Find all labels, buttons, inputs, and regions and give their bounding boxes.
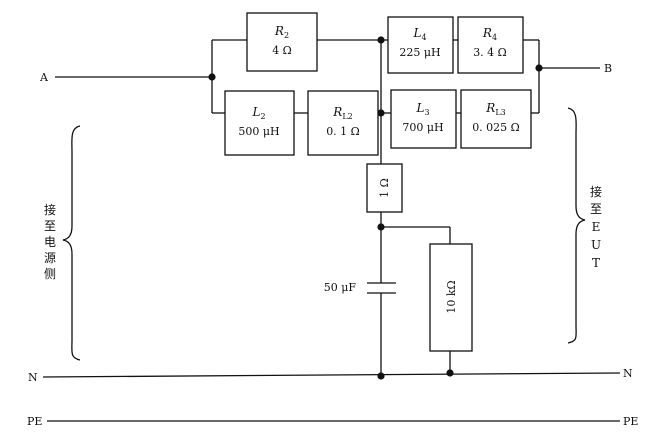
svg-text:500 μH: 500 μH [238, 125, 279, 138]
svg-text:接: 接 [44, 202, 56, 217]
svg-text:L4: L4 [412, 26, 426, 42]
terminal-n-right: N [623, 367, 633, 380]
svg-text:R4: R4 [482, 26, 497, 42]
svg-text:RL2: RL2 [332, 105, 352, 121]
terminal-b: B [604, 62, 612, 75]
junction-right [535, 64, 543, 72]
svg-text:E: E [592, 220, 601, 234]
junction-dots [208, 36, 543, 380]
right-side-label: 接 至 E U T [590, 184, 602, 270]
component-r-10kohm: 10 kΩ [429, 243, 473, 352]
svg-text:R2: R2 [274, 24, 289, 40]
terminal-a: A [39, 71, 49, 84]
left-side-label: 接 至 电 源 侧 [44, 202, 56, 281]
svg-text:L3: L3 [415, 101, 429, 117]
svg-text:侧: 侧 [44, 267, 56, 281]
svg-text:1 Ω: 1 Ω [378, 178, 391, 198]
svg-text:L2: L2 [251, 105, 265, 121]
svg-text:源: 源 [44, 251, 56, 265]
svg-text:电: 电 [44, 235, 56, 249]
svg-text:50 μF: 50 μF [324, 281, 357, 294]
svg-text:U: U [591, 238, 601, 252]
svg-text:0. 025 Ω: 0. 025 Ω [472, 121, 520, 134]
component-rl2: RL2 0. 1 Ω [307, 90, 379, 156]
svg-text:RL3: RL3 [485, 101, 505, 117]
component-r4: R4 3. 4 Ω [457, 16, 524, 74]
junction-mid-bottom [377, 109, 385, 117]
component-r-1ohm: 1 Ω [366, 163, 403, 213]
component-capacitor-50uf: 50 μF [324, 281, 396, 294]
component-r2: R2 4 Ω [246, 12, 318, 72]
svg-text:T: T [592, 256, 600, 270]
junction-left [208, 73, 216, 81]
junction-n-res [446, 369, 454, 377]
svg-text:225 μH: 225 μH [399, 46, 440, 59]
component-rl3: RL3 0. 025 Ω [460, 89, 532, 149]
terminal-n-left: N [28, 371, 38, 384]
junction-shunt [377, 223, 385, 231]
component-l4: L4 225 μH [387, 16, 454, 74]
junction-mid-top [377, 36, 385, 44]
component-l2: L2 500 μH [224, 90, 295, 156]
terminal-pe-right: PE [623, 415, 638, 428]
svg-text:至: 至 [44, 219, 56, 233]
svg-text:接: 接 [590, 184, 602, 199]
svg-text:3. 4 Ω: 3. 4 Ω [473, 46, 507, 59]
terminal-labels: A B N N PE PE [27, 62, 638, 428]
svg-text:700 μH: 700 μH [402, 121, 443, 134]
svg-text:10 kΩ: 10 kΩ [445, 280, 458, 313]
component-l3: L3 700 μH [390, 89, 457, 149]
svg-text:4 Ω: 4 Ω [272, 44, 292, 57]
left-brace [62, 125, 81, 361]
terminal-pe-left: PE [27, 415, 42, 428]
junction-n-cap [377, 372, 385, 380]
right-brace [567, 107, 586, 344]
svg-text:0. 1 Ω: 0. 1 Ω [326, 125, 360, 138]
svg-text:至: 至 [590, 202, 602, 216]
